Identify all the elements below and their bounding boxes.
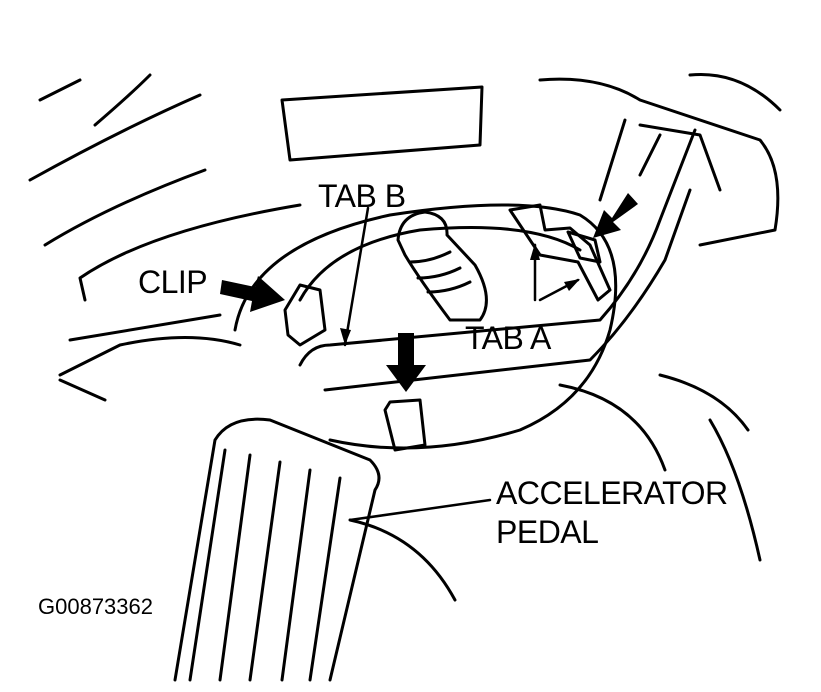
clip-label: CLIP (138, 264, 208, 300)
tab-a-leader-2-arrowhead (564, 279, 580, 291)
left-inner-contour (43, 168, 207, 247)
floor-line-right-2 (708, 418, 762, 562)
pedal-arm-top (638, 123, 722, 192)
pedal-groove-1 (188, 448, 227, 682)
tab-a-label: TAB A (465, 320, 551, 356)
clip-pointer-arrow (220, 276, 285, 312)
pedal-groove-5 (308, 476, 342, 682)
right-edge-contour (688, 72, 782, 112)
pedal-arm (298, 128, 697, 367)
floor-line-bottom (348, 518, 457, 602)
plunger-ring-3 (426, 280, 472, 294)
pedal-groove-3 (248, 460, 282, 682)
center-clip (383, 398, 427, 452)
accelerator-leader (348, 498, 492, 522)
tab-a-pointer-arrow (593, 193, 638, 238)
right-upper-detail-2 (638, 133, 662, 177)
upper-left-body-contour (38, 78, 82, 102)
floor-line-left (58, 336, 242, 377)
plunger-ring-2 (416, 266, 462, 280)
clip-body (283, 283, 327, 347)
floor-line-right (658, 373, 750, 432)
housing-oval (233, 203, 618, 450)
pedal-arm-lower (323, 188, 692, 392)
right-upper-housing (538, 77, 780, 247)
floor-line-left-2 (68, 313, 222, 342)
pedal-groove-2 (218, 453, 252, 682)
tab-b-label: TAB B (318, 178, 406, 214)
plunger-ring (408, 250, 452, 264)
left-lower-contour (78, 203, 302, 302)
accelerator-label-line1: ACCELERATOR (496, 475, 728, 511)
floor-line-right-3 (558, 383, 667, 472)
floor-line-left-3 (58, 378, 107, 402)
center-pointer-arrow (386, 333, 426, 392)
right-upper-detail (598, 118, 627, 202)
figure-id: G00873362 (38, 594, 153, 619)
plunger (396, 210, 488, 322)
accelerator-label-line2: PEDAL (496, 514, 599, 550)
tab-b-leader (343, 206, 370, 347)
pedal-pad (173, 417, 381, 682)
upper-left-body-contour-2 (93, 73, 152, 127)
tab-a-bracket (508, 203, 612, 302)
tab-a-leader-1-arrowhead (530, 243, 540, 260)
tab-a-slot (566, 230, 602, 264)
top-panel (280, 85, 484, 162)
housing-inner-oval (298, 226, 582, 302)
pedal-groove-4 (280, 468, 312, 682)
left-body-contour (28, 93, 202, 182)
tab-b-leader-arrowhead (340, 328, 351, 345)
